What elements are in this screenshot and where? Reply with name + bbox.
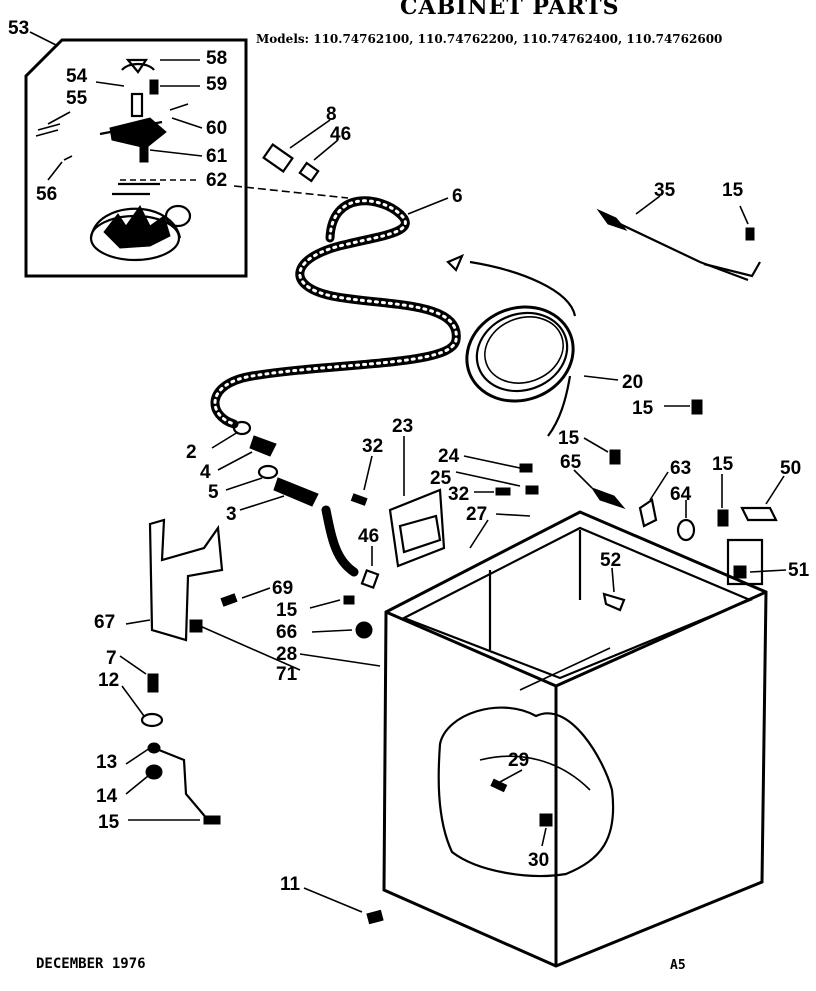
model-numbers: Models: 110.74762100, 110.74762200, 110.… — [256, 32, 723, 46]
power-cord — [596, 195, 761, 282]
part-label-15-cord: 15 — [722, 180, 744, 201]
part-label-69: 69 — [272, 578, 293, 599]
part-label-66: 66 — [276, 622, 297, 643]
mounting-bracket-67 — [125, 518, 271, 642]
screw-11 — [303, 887, 384, 925]
top-hardware — [573, 437, 787, 612]
part-label-20: 20 — [622, 372, 643, 393]
part-label-58: 58 — [206, 48, 227, 69]
part-label-11: 11 — [280, 874, 301, 895]
part-label-12: 12 — [98, 670, 119, 691]
part-labels: 53 58 54 59 55 60 61 56 62 8 46 6 35 15 … — [8, 18, 810, 895]
part-label-23: 23 — [392, 416, 413, 437]
part-label-3: 3 — [226, 504, 237, 525]
part-label-65: 65 — [560, 452, 582, 473]
part-label-46-top: 46 — [330, 124, 351, 145]
part-label-15-top: 15 — [558, 428, 580, 449]
screw-15-a — [664, 399, 703, 415]
cabinet — [382, 510, 768, 968]
part-label-64: 64 — [670, 484, 692, 505]
part-label-32-left: 32 — [362, 436, 383, 457]
part-label-2: 2 — [186, 442, 197, 463]
diagram-date: DECEMBER 1976 — [36, 956, 146, 972]
part-label-67: 67 — [94, 612, 115, 633]
part-label-51: 51 — [788, 560, 810, 581]
part-label-46-lower: 46 — [358, 526, 379, 547]
part-label-25: 25 — [430, 468, 452, 489]
part-label-14: 14 — [96, 786, 118, 807]
drain-hose — [210, 196, 461, 429]
part-label-29: 29 — [508, 750, 529, 771]
part-label-53: 53 — [8, 18, 29, 39]
part-label-60: 60 — [206, 118, 227, 139]
diagram-title: CABINET PARTS — [400, 0, 620, 20]
part-label-62: 62 — [206, 170, 227, 191]
part-label-13: 13 — [96, 752, 117, 773]
part-label-15-right: 15 — [712, 454, 734, 475]
part-label-63: 63 — [670, 458, 691, 479]
part-label-6: 6 — [452, 186, 463, 207]
part-label-15-leg: 15 — [98, 812, 120, 833]
clamp-46 — [360, 546, 380, 590]
cabinet-hardware — [199, 595, 381, 671]
part-label-4: 4 — [200, 462, 211, 483]
part-label-30: 30 — [528, 850, 549, 871]
part-label-32-right: 32 — [448, 484, 469, 505]
part-label-15-mid: 15 — [276, 600, 298, 621]
part-label-35: 35 — [654, 180, 676, 201]
part-label-55: 55 — [66, 88, 88, 109]
bracket-23 — [350, 436, 539, 568]
part-label-61: 61 — [206, 146, 228, 167]
hose-fitting-8 — [262, 119, 339, 183]
part-label-8: 8 — [326, 104, 337, 125]
hose-connectors — [211, 420, 359, 577]
part-label-71: 71 — [276, 664, 298, 685]
part-label-50: 50 — [780, 458, 801, 479]
part-label-28: 28 — [276, 644, 297, 665]
pump-assembly-inset — [24, 31, 349, 278]
part-label-5: 5 — [208, 482, 219, 503]
part-label-27: 27 — [466, 504, 487, 525]
part-label-52: 52 — [600, 550, 621, 571]
part-label-15-tube: 15 — [632, 398, 654, 419]
part-label-24: 24 — [438, 446, 460, 467]
part-label-7: 7 — [106, 648, 117, 669]
part-label-59: 59 — [206, 74, 227, 95]
page-number: A5 — [670, 958, 686, 973]
water-tube-coil — [446, 253, 619, 437]
part-label-54: 54 — [66, 66, 88, 87]
part-label-56: 56 — [36, 184, 57, 205]
leveling-leg-hardware — [119, 655, 221, 825]
